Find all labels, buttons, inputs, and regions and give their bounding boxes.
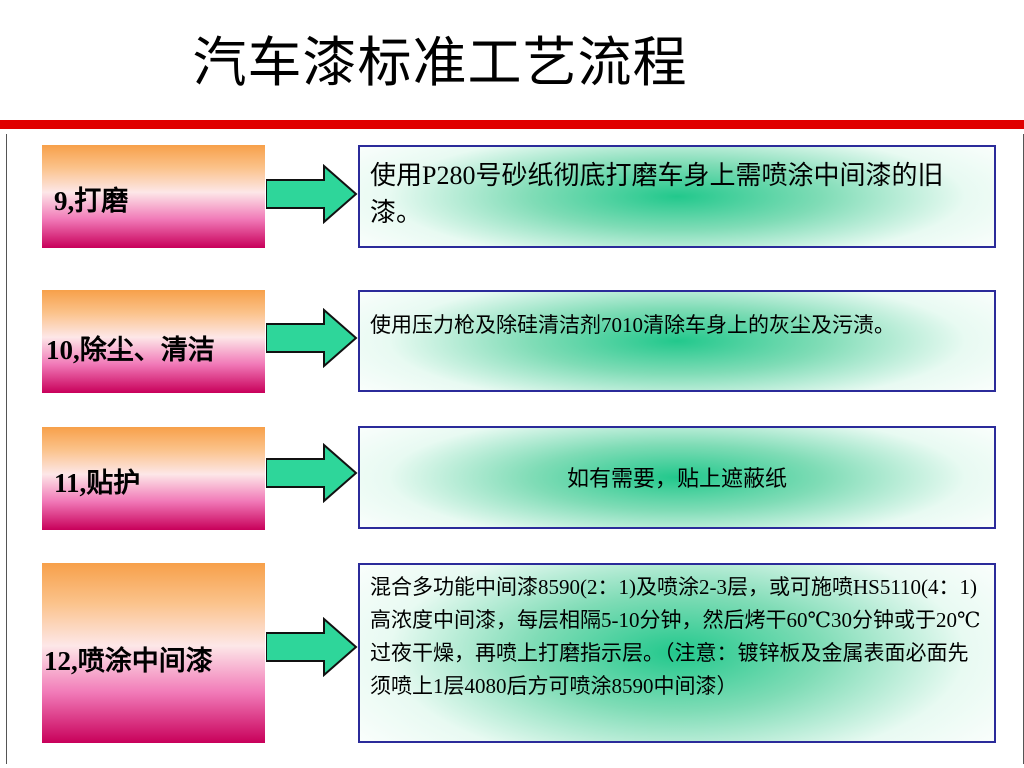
step-box-9: 9,打磨 — [42, 145, 265, 248]
step-description: 如有需要，贴上遮蔽纸 — [566, 466, 787, 491]
step-description-box: 混合多功能中间漆8590(2：1)及喷涂2-3层，或可施喷HS5110(4：1)… — [358, 563, 996, 743]
right-arrow-icon — [266, 308, 358, 368]
step-description: 混合多功能中间漆8590(2：1)及喷涂2-3层，或可施喷HS5110(4：1)… — [370, 575, 981, 698]
step-label: 12,喷涂中间漆 — [44, 646, 213, 676]
step-description: 使用压力枪及除硅清洁剂7010清除车身上的灰尘及污渍。 — [370, 313, 895, 337]
title-divider — [0, 120, 1024, 129]
step-box-11: 11,贴护 — [42, 427, 265, 530]
page-title: 汽车漆标准工艺流程 — [192, 31, 688, 94]
step-label: 10,除尘、清洁 — [46, 335, 215, 365]
step-box-12: 12,喷涂中间漆 — [42, 563, 265, 743]
step-description-box: 使用P280号砂纸彻底打磨车身上需喷涂中间漆的旧漆。 — [358, 145, 996, 248]
step-box-10: 10,除尘、清洁 — [42, 290, 265, 393]
right-arrow-icon — [266, 164, 358, 224]
step-label: 9,打磨 — [54, 186, 129, 216]
step-label: 11,贴护 — [54, 468, 141, 498]
step-description-box: 使用压力枪及除硅清洁剂7010清除车身上的灰尘及污渍。 — [358, 290, 996, 392]
step-description-box: 如有需要，贴上遮蔽纸 — [358, 426, 996, 529]
right-arrow-icon — [266, 617, 358, 677]
step-description: 使用P280号砂纸彻底打磨车身上需喷涂中间漆的旧漆。 — [370, 161, 944, 227]
right-arrow-icon — [266, 443, 358, 503]
